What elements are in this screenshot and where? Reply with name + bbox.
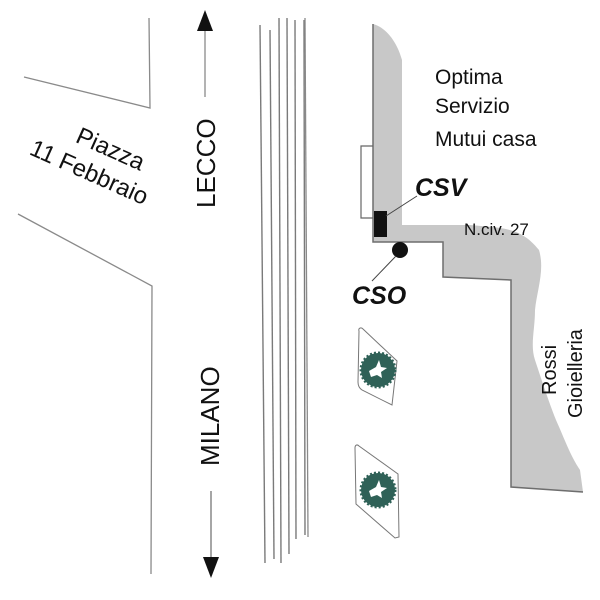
rossi-label-line2: Gioielleria — [565, 328, 587, 418]
cso-label: CSO — [352, 282, 407, 310]
optima-label-line1: Optima — [435, 66, 503, 89]
tree-planter — [357, 327, 398, 406]
direction-milano: MILANO — [195, 366, 225, 578]
rail-line — [303, 19, 306, 536]
csv-label: CSV — [415, 174, 469, 202]
rail-line — [259, 24, 266, 564]
rail-line — [269, 29, 275, 560]
rail-line — [294, 19, 297, 540]
building-block — [360, 24, 584, 493]
piazza-label: Piazza 11 Febbraio — [26, 122, 152, 210]
optima-label: Optima Servizio Mutui casa — [435, 66, 537, 151]
tree-icon — [359, 351, 397, 389]
building-edge — [372, 24, 584, 493]
rail-line — [278, 17, 282, 564]
optima-label-line3: Mutui casa — [435, 128, 537, 151]
arrow-down-icon — [203, 557, 219, 578]
arrow-up-icon — [197, 10, 213, 31]
road-upper-left — [23, 17, 151, 109]
cso-marker[interactable]: CSO — [352, 242, 408, 310]
square-marker-icon[interactable] — [374, 211, 387, 237]
rail-line — [286, 17, 290, 555]
piazza-roads — [17, 17, 153, 575]
railway-lines — [259, 17, 306, 564]
street-number-label: N.civ. 27 — [464, 220, 529, 239]
building-shape — [373, 24, 583, 492]
tree-icon — [359, 471, 397, 509]
rossi-label-line1: Rossi — [539, 345, 561, 395]
circle-marker-icon[interactable] — [392, 242, 408, 258]
direction-lecco: LECCO — [191, 10, 221, 208]
tree-planter — [354, 444, 400, 539]
cso-leader-line — [371, 255, 397, 282]
building-annex — [360, 145, 373, 219]
optima-label-line2: Servizio — [435, 95, 510, 118]
milano-label: MILANO — [195, 366, 225, 466]
lecco-label: LECCO — [191, 118, 221, 208]
road-edge-right — [304, 17, 309, 538]
rossi-label: Rossi Gioielleria — [539, 328, 587, 418]
road-lower-left — [17, 213, 153, 575]
csv-marker[interactable]: CSV — [374, 174, 469, 237]
csv-leader-line — [385, 195, 418, 217]
